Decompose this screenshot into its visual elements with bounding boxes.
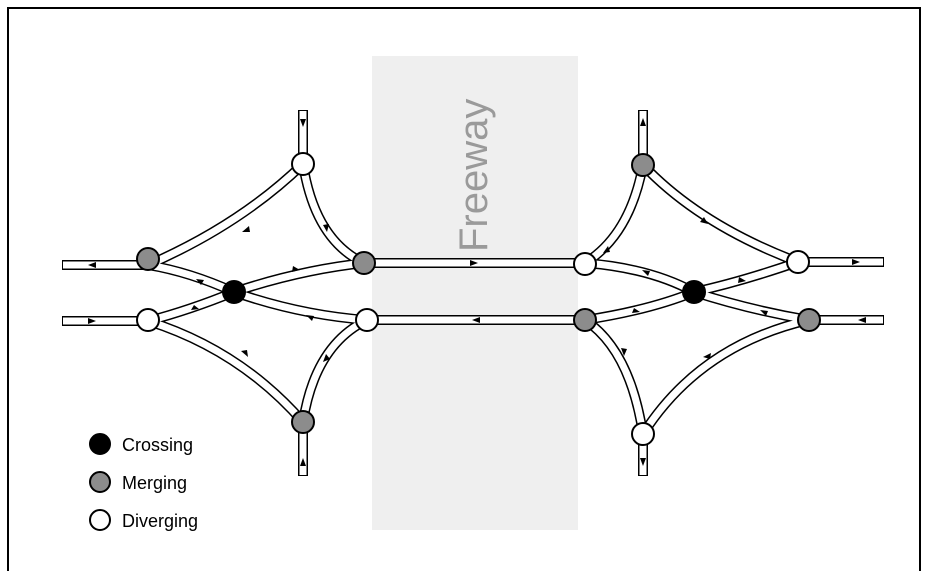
direction-arrow	[470, 260, 478, 266]
diverging-point	[355, 308, 379, 332]
direction-arrow	[323, 354, 330, 362]
direction-arrow	[472, 317, 480, 323]
merging-point	[352, 251, 376, 275]
direction-arrow	[292, 266, 300, 272]
conflict-points	[136, 152, 821, 446]
direction-arrow	[300, 458, 306, 466]
direction-arrow	[640, 458, 646, 466]
direction-arrow	[738, 277, 746, 283]
crossing-point	[222, 280, 246, 304]
direction-arrow	[760, 310, 768, 316]
legend-diverging-marker	[89, 509, 111, 531]
legend-crossing-marker	[89, 433, 111, 455]
legend: Crossing Merging Diverging	[89, 433, 198, 531]
crossing-point	[682, 280, 706, 304]
direction-arrow	[858, 317, 866, 323]
freeway-label: Freeway	[452, 99, 496, 252]
direction-arrow	[88, 262, 96, 268]
merging-point	[136, 247, 160, 271]
diagram-border	[7, 7, 921, 571]
direction-arrows	[88, 118, 866, 466]
merging-point	[573, 308, 597, 332]
diverging-point	[573, 252, 597, 276]
direction-arrow	[241, 350, 248, 357]
direction-arrow	[242, 226, 250, 232]
diverging-point	[291, 152, 315, 176]
diverging-point	[631, 422, 655, 446]
direction-arrow	[306, 315, 314, 321]
direction-arrow	[191, 305, 199, 310]
legend-diverging-label: Diverging	[122, 511, 198, 531]
direction-arrow	[88, 318, 96, 324]
direction-arrow	[703, 353, 711, 359]
direction-arrow	[640, 118, 646, 126]
legend-merging-marker	[89, 471, 111, 493]
direction-arrow	[642, 270, 650, 276]
merging-point	[631, 153, 655, 177]
direction-arrow	[196, 279, 204, 285]
freeway-band	[372, 56, 578, 530]
direction-arrow	[300, 119, 306, 127]
legend-merging-label: Merging	[122, 473, 187, 493]
direction-arrow	[621, 348, 627, 356]
direction-arrow	[632, 308, 640, 313]
direction-arrow	[323, 224, 329, 232]
direction-arrow	[852, 259, 860, 265]
legend-crossing-label: Crossing	[122, 435, 193, 455]
direction-arrow	[700, 217, 708, 224]
diverging-point	[786, 250, 810, 274]
merging-point	[797, 308, 821, 332]
direction-arrow	[603, 246, 610, 253]
diverging-point	[136, 308, 160, 332]
merging-point	[291, 410, 315, 434]
